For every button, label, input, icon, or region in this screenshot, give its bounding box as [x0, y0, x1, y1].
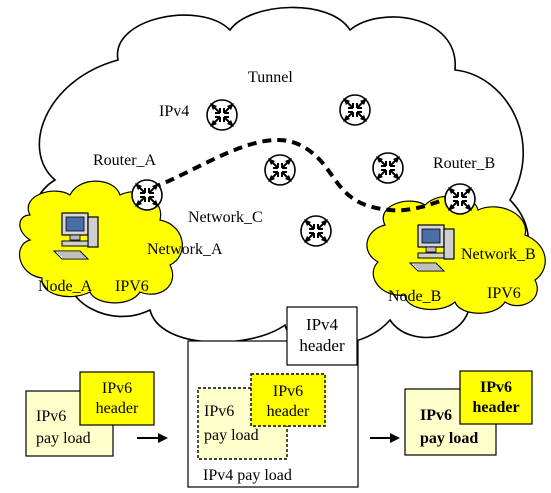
ipv6-b-label: IPV6	[487, 285, 521, 302]
network-c-label: Network_C	[188, 209, 263, 226]
left-ipv6-payload-text-1: IPv6	[36, 408, 66, 425]
left-ipv6-header-text-2: header	[96, 400, 139, 417]
router-icon	[206, 99, 238, 131]
network-b-label: Network_B	[461, 246, 536, 263]
right-ipv6-header-box	[459, 370, 533, 425]
right-ipv6-header-text-1: IPv6	[480, 379, 512, 396]
router-icon	[372, 152, 404, 184]
router-a-label: Router_A	[93, 152, 157, 169]
left-ipv6-header-text-1: IPv6	[102, 380, 132, 397]
right-ipv6-payload-text-2: pay load	[420, 430, 478, 447]
ipv4-header-box	[286, 306, 358, 366]
left-ipv6-payload-text-2: pay load	[36, 430, 91, 447]
node-a-label: Node_A	[38, 278, 93, 295]
router-b-icon	[444, 183, 476, 215]
ipv6-network-a-cloud	[19, 180, 183, 304]
left-ipv6-header-box	[79, 371, 155, 426]
ipv4-header-text-2: header	[299, 336, 345, 355]
router-b-label: Router_B	[433, 155, 495, 172]
ipv6-a-label: IPV6	[115, 278, 149, 295]
inner-ipv6-payload-text-2: pay load	[204, 427, 259, 444]
tunnel-label: Tunnel	[248, 69, 293, 86]
node-b-label: Node_B	[388, 288, 441, 305]
arrow-right-icon	[370, 433, 400, 443]
ipv4-header-text-1: IPv4	[306, 315, 339, 334]
right-ipv6-payload-text-1: IPv6	[420, 407, 452, 424]
tunnel-path	[151, 138, 449, 213]
router-a-icon	[131, 179, 163, 211]
network-a-label: Network_A	[147, 241, 223, 258]
ipv4-label: IPv4	[159, 103, 189, 120]
inner-ipv6-header-text-2: header	[267, 403, 310, 420]
inner-ipv6-header-box	[250, 373, 326, 427]
inner-ipv6-header-text-1: IPv6	[273, 383, 303, 400]
right-ipv6-header-text-2: header	[472, 399, 519, 416]
router-icon	[339, 94, 371, 126]
inner-ipv6-payload-text-1: IPv6	[204, 403, 234, 420]
arrow-right-icon	[137, 433, 168, 443]
ipv4-payload-label: IPv4 pay load	[203, 467, 292, 484]
router-icon	[264, 154, 296, 186]
router-icon	[300, 215, 332, 247]
